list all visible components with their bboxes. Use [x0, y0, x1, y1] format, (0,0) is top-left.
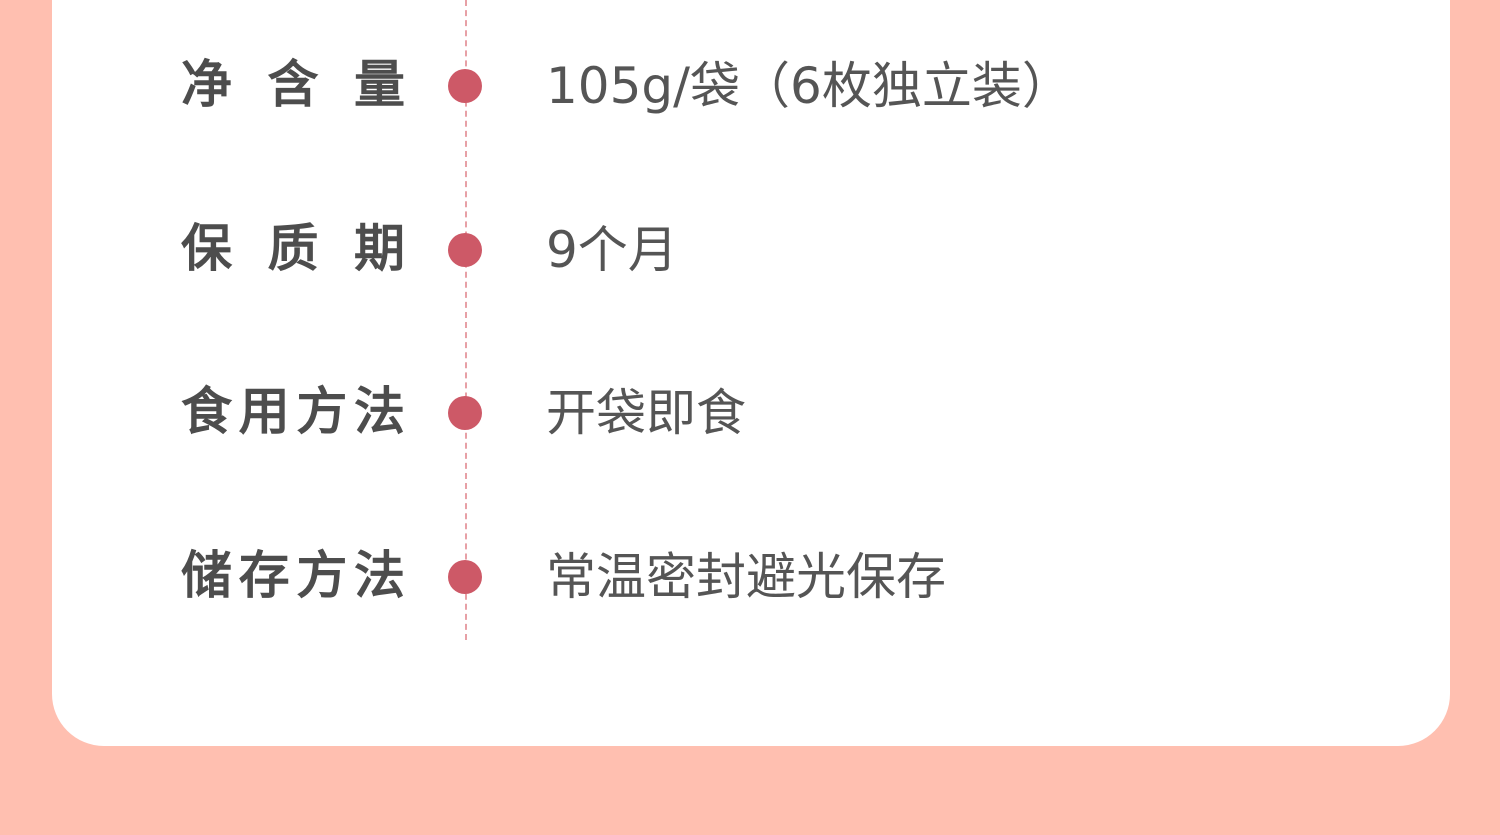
label-char: 含	[267, 56, 319, 115]
spec-label: 食 用 方 法	[181, 373, 405, 453]
spec-label: 净 含 量	[181, 46, 405, 126]
spec-card	[52, 0, 1450, 746]
label-char: 量	[353, 56, 405, 115]
timeline-dot	[448, 396, 482, 430]
label-char: 法	[353, 547, 405, 606]
timeline-dot	[448, 69, 482, 103]
spec-value: 105g/袋（6枚独立装）	[546, 57, 1072, 115]
label-char: 方	[296, 383, 348, 442]
label-char: 法	[353, 383, 405, 442]
spec-row-usage: 食 用 方 法 开袋即食	[0, 373, 1500, 453]
spec-label: 储 存 方 法	[181, 537, 405, 617]
spec-label: 保 质 期	[181, 210, 405, 290]
spec-value: 常温密封避光保存	[546, 548, 946, 606]
label-char: 净	[181, 56, 233, 115]
label-char: 食	[181, 383, 233, 442]
timeline-dashed-line	[465, 0, 467, 640]
spec-row-net-weight: 净 含 量 105g/袋（6枚独立装）	[0, 46, 1500, 126]
label-char: 方	[296, 547, 348, 606]
label-char: 保	[181, 220, 233, 279]
label-char: 期	[353, 220, 405, 279]
timeline-dot	[448, 560, 482, 594]
spec-value: 9个月	[546, 221, 678, 279]
spec-value: 开袋即食	[546, 384, 746, 442]
label-char: 储	[181, 547, 233, 606]
label-char: 质	[267, 220, 319, 279]
spec-row-shelf-life: 保 质 期 9个月	[0, 210, 1500, 290]
spec-row-storage: 储 存 方 法 常温密封避光保存	[0, 537, 1500, 617]
timeline-dot	[448, 233, 482, 267]
label-char: 用	[238, 383, 290, 442]
label-char: 存	[238, 547, 290, 606]
